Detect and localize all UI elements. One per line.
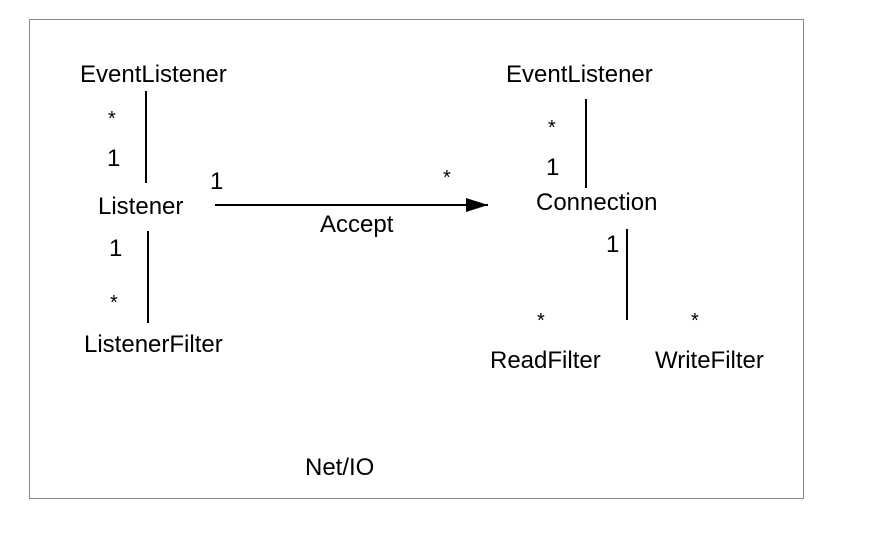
mult-left-bottom-one: 1 (109, 235, 123, 262)
mult-right-top-star: * (548, 117, 556, 139)
diagram-frame (29, 19, 804, 499)
mult-left-top-star: * (108, 108, 116, 130)
node-listener-filter: ListenerFilter (84, 331, 223, 358)
node-listener: Listener (98, 193, 184, 220)
mult-read-filter-star: * (537, 310, 545, 332)
diagram-caption: Net/IO (305, 454, 375, 481)
accept-edge-label: Accept (320, 211, 394, 238)
mult-right-top-one: 1 (546, 154, 560, 181)
mult-accept-target-star: * (443, 167, 451, 189)
mult-accept-source-one: 1 (210, 168, 224, 195)
mult-write-filter-star: * (691, 310, 699, 332)
node-event-listener-right: EventListener (506, 61, 653, 88)
mult-left-top-one: 1 (107, 145, 121, 172)
node-connection: Connection (536, 189, 658, 216)
node-event-listener-left: EventListener (80, 61, 227, 88)
mult-left-bottom-star: * (110, 292, 118, 314)
node-read-filter: ReadFilter (490, 347, 601, 374)
mult-right-bottom-one: 1 (606, 231, 620, 258)
node-write-filter: WriteFilter (655, 347, 764, 374)
